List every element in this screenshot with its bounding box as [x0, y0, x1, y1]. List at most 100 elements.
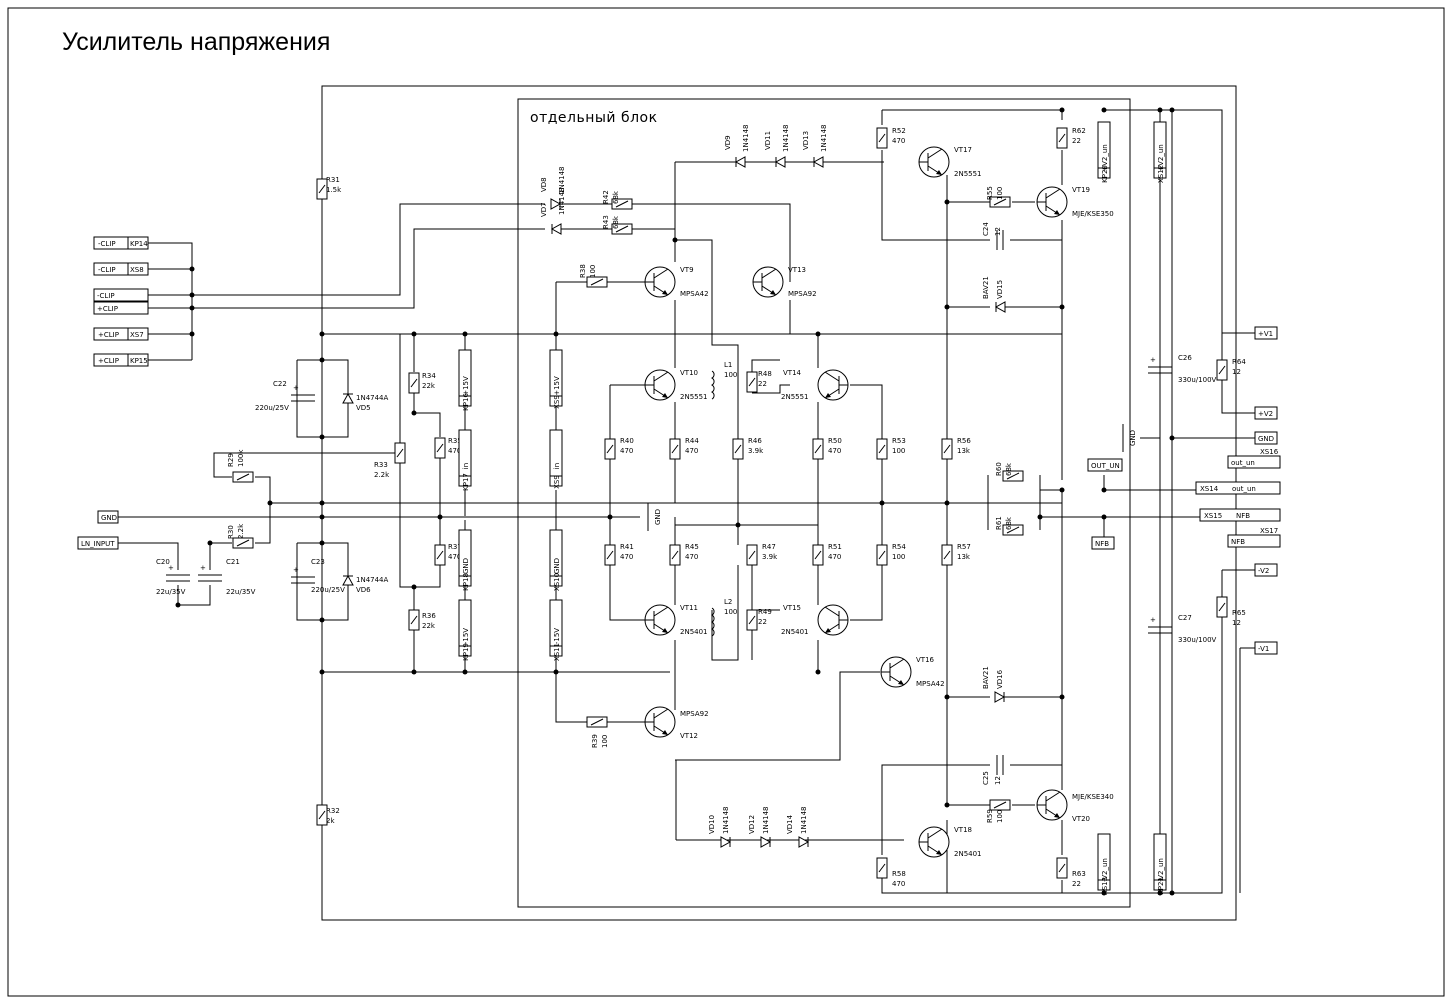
- resistor-ref: R59: [986, 809, 994, 823]
- resistor-ref: R65: [1232, 609, 1246, 617]
- port-gnd: GND: [1254, 431, 1278, 445]
- resistor-ref: R40: [620, 437, 634, 445]
- connector-label: in: [553, 463, 561, 469]
- connector-label: +V2_un: [1101, 144, 1109, 171]
- resistor-ref: R37: [448, 543, 462, 551]
- connector-label: GND: [462, 558, 470, 574]
- resistor-ref: R49: [758, 608, 772, 616]
- resistor-value: 470: [892, 137, 905, 145]
- resistor-value: 22: [758, 618, 767, 626]
- resistor-ref: R47: [762, 543, 776, 551]
- port-ref: XS16: [1260, 448, 1279, 456]
- port-label: -V2: [1258, 567, 1269, 575]
- capacitor-ref: C24: [982, 222, 990, 236]
- resistor-value: 470: [892, 880, 905, 888]
- cap-plus: +: [293, 566, 299, 574]
- resistor-ref: R43: [602, 215, 610, 229]
- resistor-value: 100: [589, 265, 597, 278]
- transistor-part: 2N5551: [954, 170, 982, 178]
- diode-ref: VD5: [356, 404, 371, 412]
- capacitor-value: 330u/100V: [1178, 376, 1217, 384]
- connector-ref: KP16: [462, 393, 470, 411]
- resistor-ref: R61: [995, 516, 1003, 530]
- resistor-value: 12: [1232, 619, 1241, 627]
- port-ref: XS14: [1200, 485, 1219, 493]
- diode-ref: VD7: [540, 202, 548, 217]
- resistor-value: 68k: [612, 215, 620, 229]
- capacitor-value: 22u/35V: [226, 588, 256, 596]
- port-out-un: out_un XS16: [1227, 448, 1281, 469]
- capacitor-value: 12: [994, 776, 1002, 785]
- transistor-ref: VT13: [788, 266, 806, 274]
- diode-part: 1N4148: [820, 124, 828, 152]
- port-label: NFB: [1236, 512, 1250, 520]
- transistor-part: 2N5401: [781, 628, 809, 636]
- resistor-value: 100: [996, 187, 1004, 200]
- resistor-value: 100: [892, 553, 905, 561]
- resistor-ref: R56: [957, 437, 971, 445]
- resistor-ref: R32: [326, 807, 340, 815]
- transistor-part: 2N5551: [680, 393, 708, 401]
- diode-part: 1N4148: [742, 124, 750, 152]
- transistor-ref: VT12: [680, 732, 698, 740]
- port-label: out_un: [1231, 459, 1255, 467]
- resistor-value: 68k: [612, 190, 620, 204]
- capacitor-value: 330u/100V: [1178, 636, 1217, 644]
- gnd-label: GND: [1129, 430, 1137, 446]
- connector-ref: KP19: [462, 643, 470, 661]
- diode-ref: VD12: [748, 815, 756, 834]
- capacitor-value: 22u/35V: [156, 588, 186, 596]
- resistor-value: 470: [828, 553, 841, 561]
- connector-ref: KP21: [1157, 877, 1165, 895]
- connector-label: -V2_un: [1101, 858, 1109, 882]
- port-label: -CLIP: [97, 292, 115, 300]
- inductor-ref: L2: [724, 598, 732, 606]
- port--v1: +V1: [1254, 326, 1278, 340]
- connector-ref: XS11: [553, 643, 561, 661]
- resistor-value: 470: [620, 447, 633, 455]
- port-label: LN_INPUT: [81, 540, 115, 548]
- transistor-part: 2N5551: [781, 393, 809, 401]
- diode-ref: VD14: [786, 814, 794, 834]
- port-label: +V2: [1258, 410, 1273, 418]
- cap-plus: +: [1150, 616, 1156, 624]
- diode-ref: VD15: [996, 280, 1004, 299]
- port-ref: KP15: [130, 357, 148, 365]
- port--v2: +V2: [1254, 406, 1278, 420]
- diode-ref: VD6: [356, 586, 371, 594]
- port-label: GND: [101, 514, 117, 522]
- port-label: -V1: [1258, 645, 1269, 653]
- transistor-part: 2N5401: [954, 850, 982, 858]
- resistor-ref: R58: [892, 870, 906, 878]
- resistor-ref: R52: [892, 127, 906, 135]
- resistor-ref: R64: [1232, 358, 1246, 366]
- connector-label: +V2_un: [1157, 144, 1165, 171]
